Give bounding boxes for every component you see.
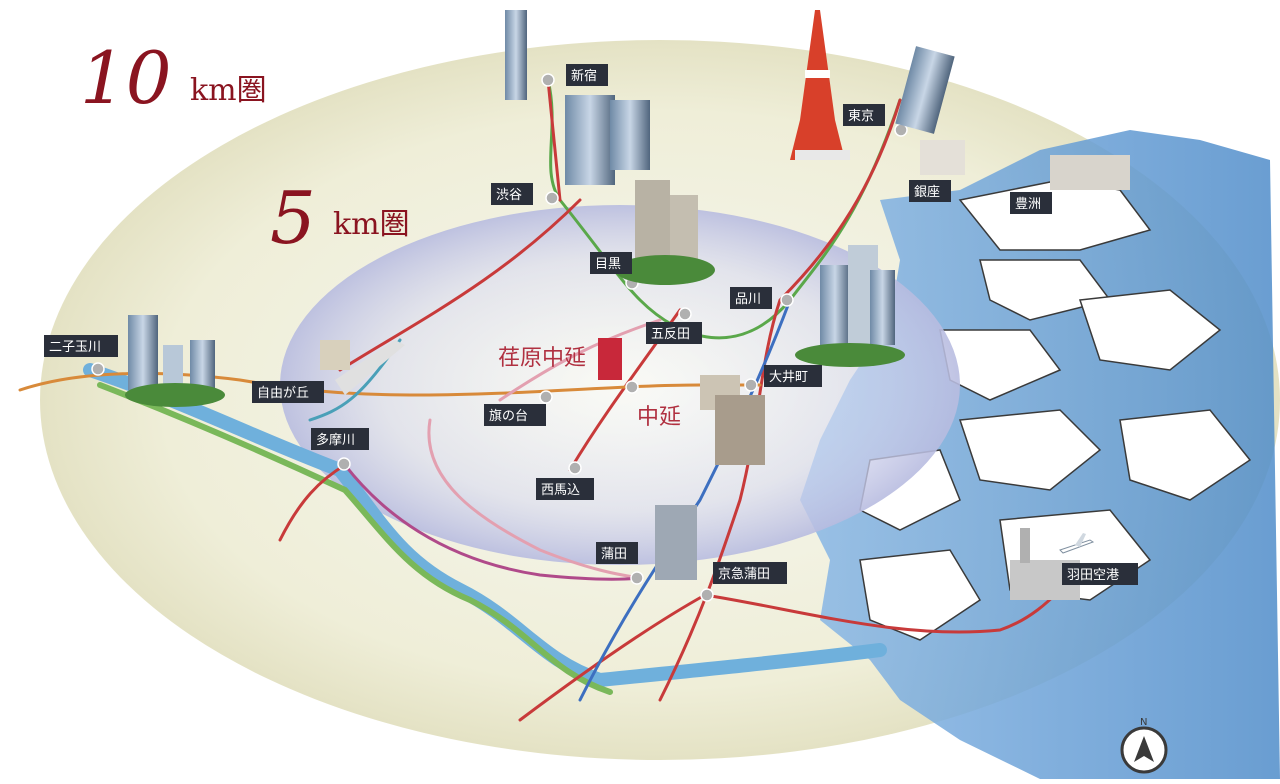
red-line-north bbox=[338, 78, 582, 372]
svg-text:自由が丘: 自由が丘 bbox=[257, 386, 309, 401]
ring-5km-number: 5 bbox=[270, 176, 316, 260]
ring-10km-number: 10 bbox=[80, 36, 172, 120]
station-nishimagome: 西馬込 bbox=[536, 478, 594, 500]
property-marker bbox=[598, 338, 622, 380]
station-kamata: 蒲田 bbox=[596, 542, 638, 564]
svg-text:東京: 東京 bbox=[848, 108, 874, 124]
station-tokyo: 東京 bbox=[843, 104, 885, 126]
station-meguro: 目黒 bbox=[590, 252, 632, 274]
ring-10km-unit: km圏 bbox=[190, 73, 267, 108]
shinjuku-tower bbox=[505, 10, 527, 100]
reclaimed-land bbox=[859, 179, 1252, 641]
blue-line bbox=[578, 298, 792, 702]
svg-text:豊洲: 豊洲 bbox=[1015, 197, 1041, 212]
station-oimachi: 大井町 bbox=[764, 365, 822, 387]
nakanobu-label: 中延 bbox=[637, 405, 681, 430]
ring-5km-unit: km圏 bbox=[333, 207, 410, 242]
svg-text:二子玉川: 二子玉川 bbox=[49, 340, 101, 355]
station-toyosu: 豊洲 bbox=[1010, 192, 1052, 214]
svg-text:京急蒲田: 京急蒲田 bbox=[718, 567, 770, 582]
station-labels: 新宿 東京 渋谷 銀座 豊洲 目黒 品川 五反田 bbox=[44, 64, 1138, 585]
svg-text:西馬込: 西馬込 bbox=[541, 483, 580, 498]
station-shinjuku: 新宿 bbox=[566, 64, 608, 86]
station-hatanodai: 旗の台 bbox=[484, 404, 546, 426]
svg-text:銀座: 銀座 bbox=[914, 185, 940, 200]
station-jiyugaoka: 自由が丘 bbox=[252, 381, 324, 403]
compass-letter: N bbox=[1140, 717, 1147, 728]
station-keikyukamata: 京急蒲田 bbox=[713, 562, 787, 584]
svg-text:品川: 品川 bbox=[735, 292, 761, 307]
svg-text:旗の台: 旗の台 bbox=[489, 408, 528, 424]
station-tamagawa: 多摩川 bbox=[311, 428, 369, 450]
station-ginza: 銀座 bbox=[909, 180, 951, 202]
svg-text:五反田: 五反田 bbox=[651, 327, 690, 342]
station-shinagawa: 品川 bbox=[730, 287, 772, 309]
tama-river-bank bbox=[97, 382, 613, 695]
green-line bbox=[546, 78, 902, 340]
svg-text:大井町: 大井町 bbox=[769, 370, 808, 385]
svg-text:渋谷: 渋谷 bbox=[496, 188, 522, 203]
tokyo-tower-icon bbox=[790, 10, 850, 160]
svg-text:新宿: 新宿 bbox=[571, 68, 597, 84]
svg-text:蒲田: 蒲田 bbox=[601, 547, 627, 562]
svg-text:多摩川: 多摩川 bbox=[316, 432, 355, 448]
north-compass-icon: N bbox=[1120, 717, 1168, 774]
svg-text:羽田空港: 羽田空港 bbox=[1067, 568, 1119, 583]
station-shibuya: 渋谷 bbox=[491, 183, 533, 205]
svg-text:目黒: 目黒 bbox=[595, 257, 621, 272]
station-futakotamagawa: 二子玉川 bbox=[44, 335, 118, 357]
airplane-icon bbox=[1059, 533, 1095, 554]
red-line-keikyu bbox=[518, 588, 1062, 722]
property-name: 荏原中延 bbox=[498, 346, 586, 371]
landmark-buildings bbox=[125, 10, 1130, 600]
station-haneda: 羽田空港 bbox=[1062, 563, 1138, 585]
magenta-line bbox=[343, 463, 642, 581]
pink-line bbox=[427, 318, 662, 580]
tama-river bbox=[83, 363, 887, 688]
red-line-tama bbox=[278, 463, 347, 542]
station-gotanda: 五反田 bbox=[646, 322, 702, 344]
